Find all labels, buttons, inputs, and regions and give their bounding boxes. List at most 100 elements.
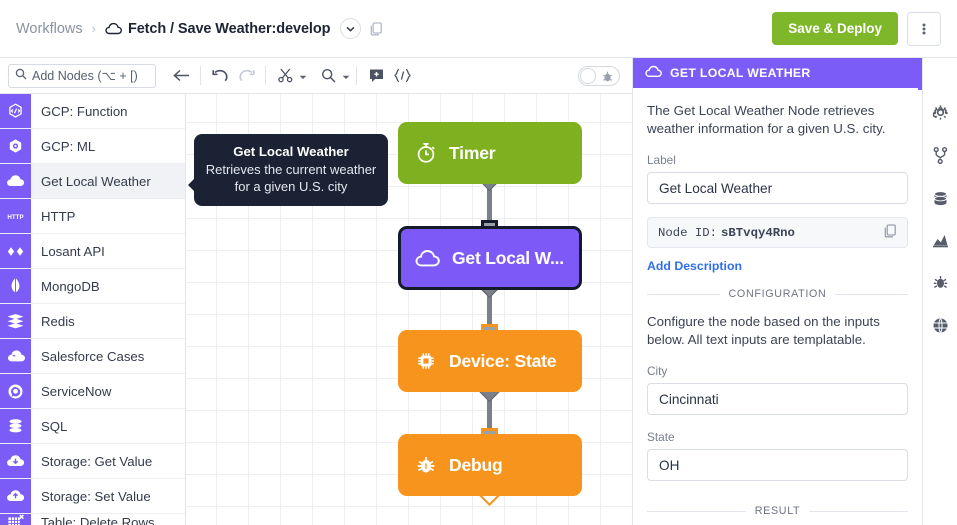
result-divider: RESULT (647, 505, 908, 517)
top-bar-actions: Save & Deploy (772, 11, 941, 46)
gear-icon[interactable] (932, 104, 949, 121)
breadcrumb-workflows[interactable]: Workflows (16, 20, 83, 37)
panel-title: GET LOCAL WEATHER (670, 66, 811, 80)
canvas-node-label: Timer (449, 142, 496, 163)
palette-item[interactable]: MongoDB (0, 269, 185, 304)
configuration-divider: CONFIGURATION (647, 288, 908, 300)
palette-item[interactable]: Get Local Weather (0, 164, 185, 199)
canvas-node-label: Device: State (449, 350, 557, 371)
palette-item-label: Losant API (41, 243, 105, 259)
bug-icon[interactable] (932, 274, 949, 291)
breadcrumb-separator: › (91, 21, 96, 36)
toolbar-divider (200, 66, 201, 85)
cut-menu[interactable] (272, 63, 307, 89)
toggle-knob (580, 67, 596, 84)
save-deploy-button[interactable]: Save & Deploy (772, 12, 898, 45)
palette-item[interactable]: Salesforce Cases (0, 339, 185, 374)
label-input[interactable] (647, 172, 908, 204)
gcp-function-icon (0, 94, 31, 128)
cloud-icon (0, 164, 31, 198)
add-description-link[interactable]: Add Description (647, 259, 742, 273)
bug-icon (601, 70, 614, 86)
node-config-panel: GET LOCAL WEATHER The Get Local Weather … (632, 58, 922, 525)
debug-toggle[interactable] (578, 65, 620, 86)
palette-item[interactable]: Table: Delete Rows (0, 514, 185, 525)
city-input[interactable] (647, 383, 908, 415)
database-icon[interactable] (932, 190, 949, 207)
copy-icon[interactable] (370, 21, 383, 36)
tooltip-body: Retrieves the current weather for a give… (205, 162, 377, 194)
state-field-label: State (647, 430, 675, 444)
palette-item[interactable]: Losant API (0, 234, 185, 269)
table-delete-icon (0, 514, 31, 525)
node-id-row: Node ID: sBTvqy4Rno (647, 217, 908, 248)
undo-icon[interactable] (207, 63, 233, 89)
device-state-icon (415, 350, 437, 372)
palette-item-label: ServiceNow (41, 383, 112, 399)
right-rail (922, 58, 957, 525)
more-vertical-icon[interactable] (907, 11, 941, 46)
palette-item[interactable]: GCP: ML (0, 129, 185, 164)
workflow-canvas[interactable]: Timer Get Local W... Device: State Debug… (186, 94, 632, 525)
palette-item[interactable]: ServiceNow (0, 374, 185, 409)
palette-item[interactable]: Storage: Set Value (0, 479, 185, 514)
search-icon (15, 68, 27, 83)
palette-item[interactable]: GCP: Function (0, 94, 185, 129)
add-nodes-search[interactable] (8, 63, 156, 88)
canvas-node-label: Get Local W... (452, 247, 564, 268)
palette-scrollbar[interactable] (179, 94, 184, 525)
edge-timer-to-weather (487, 180, 492, 230)
losant-api-icon (0, 234, 31, 268)
palette-item-label: SQL (41, 418, 68, 434)
chevron-down-icon[interactable] (342, 68, 350, 83)
state-input[interactable] (647, 449, 908, 481)
add-comment-icon[interactable] (363, 63, 389, 89)
canvas-node-timer[interactable]: Timer (398, 122, 582, 184)
palette-item-label: Storage: Get Value (41, 453, 153, 469)
svg-text:HTTP: HTTP (7, 214, 23, 221)
node-id-prefix: Node ID: (658, 225, 718, 240)
http-icon: HTTP (0, 199, 31, 233)
city-field-label: City (647, 364, 668, 378)
search-input[interactable] (32, 68, 149, 83)
canvas-node-debug[interactable]: Debug (398, 434, 582, 496)
panel-header: GET LOCAL WEATHER (633, 58, 922, 88)
palette-item[interactable]: HTTP HTTP (0, 199, 185, 234)
palette-item-label: GCP: ML (41, 138, 96, 154)
palette-item-label: Redis (41, 313, 75, 329)
arrow-left-icon[interactable] (168, 63, 194, 89)
debug-toggle-wrap (578, 65, 624, 86)
cloud-icon (415, 249, 440, 268)
chevron-down-icon[interactable] (299, 68, 307, 83)
globe-icon[interactable] (932, 317, 949, 334)
node-tooltip: Get Local Weather Retrieves the current … (188, 134, 388, 206)
redo-icon[interactable] (233, 63, 259, 89)
palette-item-label: GCP: Function (41, 103, 128, 119)
palette-item[interactable]: Storage: Get Value (0, 444, 185, 479)
branch-icon[interactable] (933, 147, 948, 164)
zoom-menu[interactable] (315, 63, 350, 89)
canvas-node-get-local-weather[interactable]: Get Local W... (398, 226, 582, 290)
salesforce-icon (0, 339, 31, 373)
palette-item-label: Salesforce Cases (41, 348, 145, 364)
palette-item-label: HTTP (41, 208, 76, 224)
chart-icon[interactable] (932, 233, 949, 248)
scissors-icon[interactable] (272, 63, 298, 89)
rail-active-indicator (918, 58, 922, 90)
palette-item[interactable]: Redis (0, 304, 185, 339)
redis-icon (0, 304, 31, 338)
palette-item-label: Get Local Weather (41, 173, 151, 189)
canvas-node-device-state[interactable]: Device: State (398, 330, 582, 392)
copy-icon[interactable] (884, 223, 897, 242)
canvas-toolbar (0, 58, 632, 94)
braces-icon[interactable] (389, 63, 415, 89)
chevron-down-icon[interactable] (340, 18, 362, 39)
breadcrumb-title: Fetch / Save Weather:develop (127, 20, 331, 37)
magnifier-icon[interactable] (315, 63, 341, 89)
cloud-upload-icon (0, 479, 31, 513)
palette-item-label: MongoDB (41, 278, 100, 294)
result-divider-label: RESULT (754, 505, 801, 517)
palette-item[interactable]: SQL (0, 409, 185, 444)
